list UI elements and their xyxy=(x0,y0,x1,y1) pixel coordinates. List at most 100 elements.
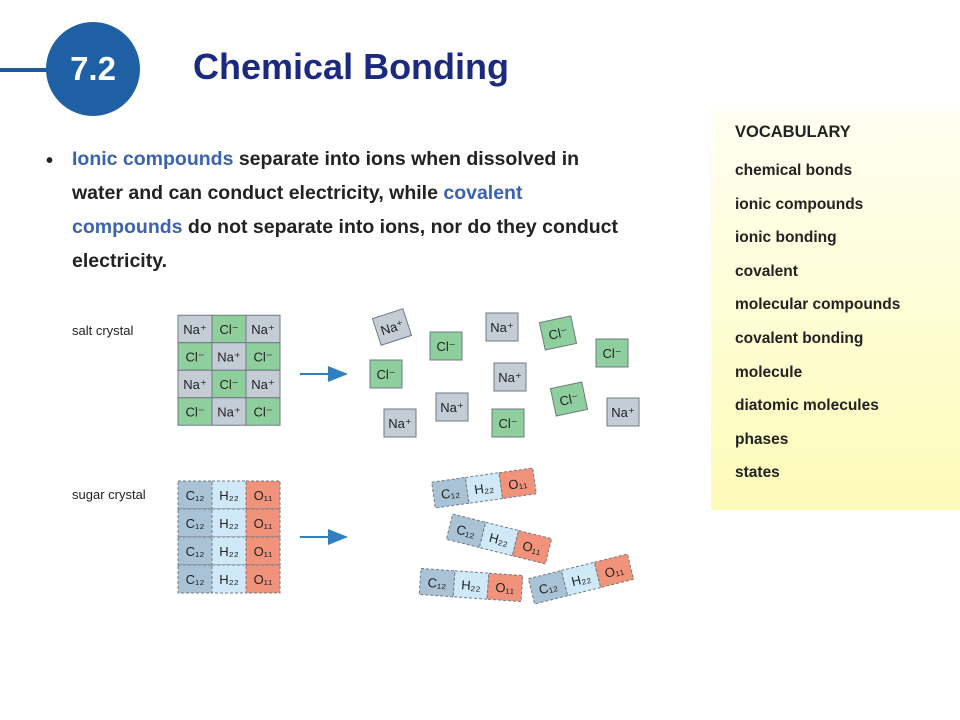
na-ion-cell-label: Na⁺ xyxy=(217,405,240,420)
cl-ion-label: Cl⁻ xyxy=(547,324,569,343)
bullet-text-part-1: separate into ions when dissolved in wat… xyxy=(72,148,580,204)
dissolved-ions: Na⁺ Cl⁻ Na⁺ Cl⁻ Cl⁻ Cl⁻ Na⁺ Cl⁻ Na⁺ Na⁺ Cl⁻ Na⁺ xyxy=(369,308,640,438)
sugar-molecule-cell: C₁₂ xyxy=(177,564,213,594)
sugar-crystal-label: sugar crystal xyxy=(72,487,146,502)
sugar-molecule-atom-label: H₂₂ xyxy=(461,577,481,593)
cl-ion: Cl⁻ xyxy=(538,315,578,351)
sugar-molecule-atom: O₁₁ xyxy=(498,467,537,500)
na-ion-label: Na⁺ xyxy=(490,320,513,335)
na-ion: Na⁺ xyxy=(371,308,413,346)
bullet-text-part-2: do not separate into ions, nor do they c… xyxy=(72,216,619,272)
na-ion-label: Na⁺ xyxy=(611,405,634,420)
sugar-molecule-cell-label: C₁₂ xyxy=(186,544,205,559)
na-ion: Na⁺ xyxy=(606,397,640,427)
dissolving-figure: salt crystal sugar crystal Na⁺Cl⁻Na⁺Cl⁻N… xyxy=(72,308,640,605)
vocabulary-heading: VOCABULARY xyxy=(735,123,851,141)
vocab-item: covalent xyxy=(735,262,798,280)
cl-ion: Cl⁻ xyxy=(549,381,589,417)
cl-ion-box xyxy=(429,331,463,361)
na-ion: Na⁺ xyxy=(485,312,519,342)
cl-ion-cell: Cl⁻ xyxy=(177,342,213,371)
sugar-molecule-cell-label: H₂₂ xyxy=(219,488,238,503)
sugar-molecule-cell-label: H₂₂ xyxy=(219,572,238,587)
na-ion-cell-box xyxy=(177,314,213,344)
sugar-molecule-atom-label: C₁₂ xyxy=(427,575,447,591)
sugar-molecule-cell: H₂₂ xyxy=(211,480,247,510)
sugar-molecule-cell-label: C₁₂ xyxy=(186,516,205,531)
vocab-item: ionic bonding xyxy=(735,229,837,247)
sugar-molecule-atom-label: H₂₂ xyxy=(570,570,593,589)
na-ion: Na⁺ xyxy=(383,408,417,438)
cl-ion-cell-label: Cl⁻ xyxy=(253,350,272,365)
section-number-badge: 7.2 xyxy=(46,22,140,116)
sugar-molecule-cell-box xyxy=(245,508,281,538)
page-title: Chemical Bonding xyxy=(193,46,510,87)
cl-ion-label: Cl⁻ xyxy=(436,339,455,354)
vocab-item: diatomic molecules xyxy=(735,397,879,415)
na-ion: Na⁺ xyxy=(435,392,469,422)
sugar-molecule-cell-label: C₁₂ xyxy=(186,488,205,503)
na-ion-box xyxy=(435,392,469,422)
term-ionic-compounds: Ionic compounds xyxy=(72,148,234,170)
cl-ion-cell-box xyxy=(211,369,247,399)
sugar-molecule-cell-label: O₁₁ xyxy=(254,544,273,559)
salt-crystal-grid: Na⁺Cl⁻Na⁺Cl⁻Na⁺Cl⁻Na⁺Cl⁻Na⁺Cl⁻Na⁺Cl⁻ xyxy=(177,314,281,426)
na-ion-cell: Na⁺ xyxy=(177,314,213,344)
sugar-molecule-atom-box xyxy=(498,467,537,500)
sugar-molecule-atom: C₁₂ xyxy=(418,567,456,598)
cl-ion-cell-label: Cl⁻ xyxy=(253,405,272,420)
cl-ion-cell-label: Cl⁻ xyxy=(185,350,204,365)
sugar-molecule-cell-box xyxy=(211,508,247,538)
sugar-molecule-cell: O₁₁ xyxy=(245,480,281,510)
sugar-molecule-atom-box xyxy=(593,553,635,589)
na-ion-cell-box xyxy=(211,397,247,426)
na-ion-cell: Na⁺ xyxy=(245,369,281,399)
vocab-item: states xyxy=(735,464,780,482)
sugar-molecule-cell-box xyxy=(177,564,213,594)
sugar-molecule: C₁₂ H₂₂ O₁₁ xyxy=(445,513,553,565)
sugar-molecule-cell-box xyxy=(211,536,247,566)
sugar-molecule-cell: O₁₁ xyxy=(245,564,281,594)
na-ion-cell: Na⁺ xyxy=(245,314,281,344)
sugar-molecule-atom-box xyxy=(511,529,553,565)
cl-ion-label: Cl⁻ xyxy=(376,367,395,382)
vocab-item: molecule xyxy=(735,363,803,381)
sugar-molecule-cell: H₂₂ xyxy=(211,536,247,566)
cl-ion-box xyxy=(491,408,525,438)
cl-ion-box xyxy=(595,338,629,368)
sugar-molecule-cell-label: H₂₂ xyxy=(219,544,238,559)
sugar-molecule-cell: O₁₁ xyxy=(245,536,281,566)
sugar-molecule-atom-box xyxy=(486,572,524,603)
sugar-molecule-cell-box xyxy=(177,480,213,510)
main-bullet-text: Ionic compounds separate into ions when … xyxy=(72,142,632,278)
sugar-molecule-atom-label: H₂₂ xyxy=(488,530,511,549)
vocab-item: molecular compounds xyxy=(735,296,901,314)
sugar-molecule-atom: H₂₂ xyxy=(560,561,602,597)
cl-ion: Cl⁻ xyxy=(595,338,629,368)
na-ion-cell-label: Na⁺ xyxy=(183,322,206,337)
cl-ion-label: Cl⁻ xyxy=(498,416,517,431)
cl-ion-cell-box xyxy=(245,342,281,371)
na-ion-box xyxy=(493,362,527,392)
sugar-molecule-atom: H₂₂ xyxy=(464,472,504,504)
sugar-molecule-cell: H₂₂ xyxy=(211,508,247,538)
na-ion-cell-box xyxy=(211,342,247,371)
sugar-molecule-atom-label: O₁₁ xyxy=(521,538,544,557)
na-ion-label: Na⁺ xyxy=(379,317,406,339)
cl-ion-cell-box xyxy=(177,342,213,371)
sugar-molecule-atom-label: C₁₂ xyxy=(537,578,559,597)
sugar-molecule-atom-label: C₁₂ xyxy=(455,522,477,541)
na-ion-box xyxy=(485,312,519,342)
na-ion: Na⁺ xyxy=(493,362,527,392)
cl-ion-label: Cl⁻ xyxy=(602,346,621,361)
na-ion-cell: Na⁺ xyxy=(177,369,213,399)
na-ion-cell-label: Na⁺ xyxy=(217,350,240,365)
na-ion-box xyxy=(383,408,417,438)
cl-ion: Cl⁻ xyxy=(491,408,525,438)
na-ion-cell: Na⁺ xyxy=(211,397,247,426)
cl-ion-cell: Cl⁻ xyxy=(245,397,281,426)
vocabulary-panel xyxy=(711,110,960,510)
na-ion-box xyxy=(371,308,413,346)
